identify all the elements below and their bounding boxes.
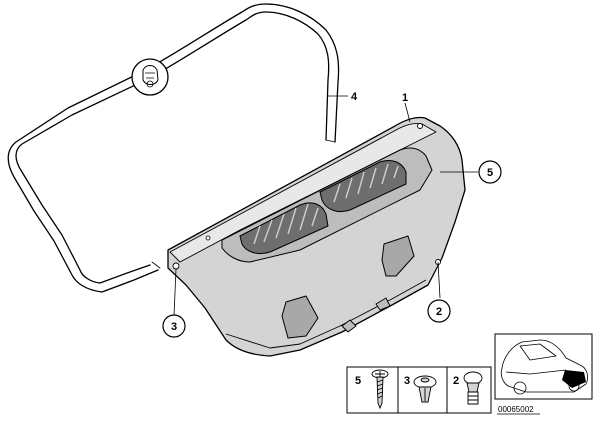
vehicle-location-thumbnail (494, 333, 593, 400)
small-parts-legend: 5 3 2 (346, 366, 492, 414)
car-outline-icon (500, 339, 589, 395)
trunk-lid-seal[interactable] (7, 3, 340, 293)
callout-2: 2 (427, 299, 451, 323)
callout-1: 1 (402, 92, 408, 104)
leader-lines (173, 95, 478, 317)
legend-number-3: 3 (404, 375, 410, 387)
expanding-rivet-icon (413, 375, 437, 403)
svg-text:2: 2 (436, 306, 442, 318)
clip-icon (463, 371, 483, 405)
legend-number-5: 5 (355, 375, 361, 387)
highlighted-trunk-area (562, 370, 586, 388)
screw-icon (371, 369, 389, 410)
diagram-code: 00065002 (498, 405, 534, 414)
callout-4: 4 (351, 91, 358, 103)
seal-detail-circle (131, 58, 169, 96)
legend-number-2: 2 (453, 375, 459, 387)
callout-3: 3 (162, 314, 186, 338)
trunk-lid-trim-panel[interactable] (167, 116, 466, 357)
callout-5: 5 (478, 160, 502, 184)
svg-text:3: 3 (171, 321, 177, 333)
svg-text:5: 5 (487, 167, 493, 179)
